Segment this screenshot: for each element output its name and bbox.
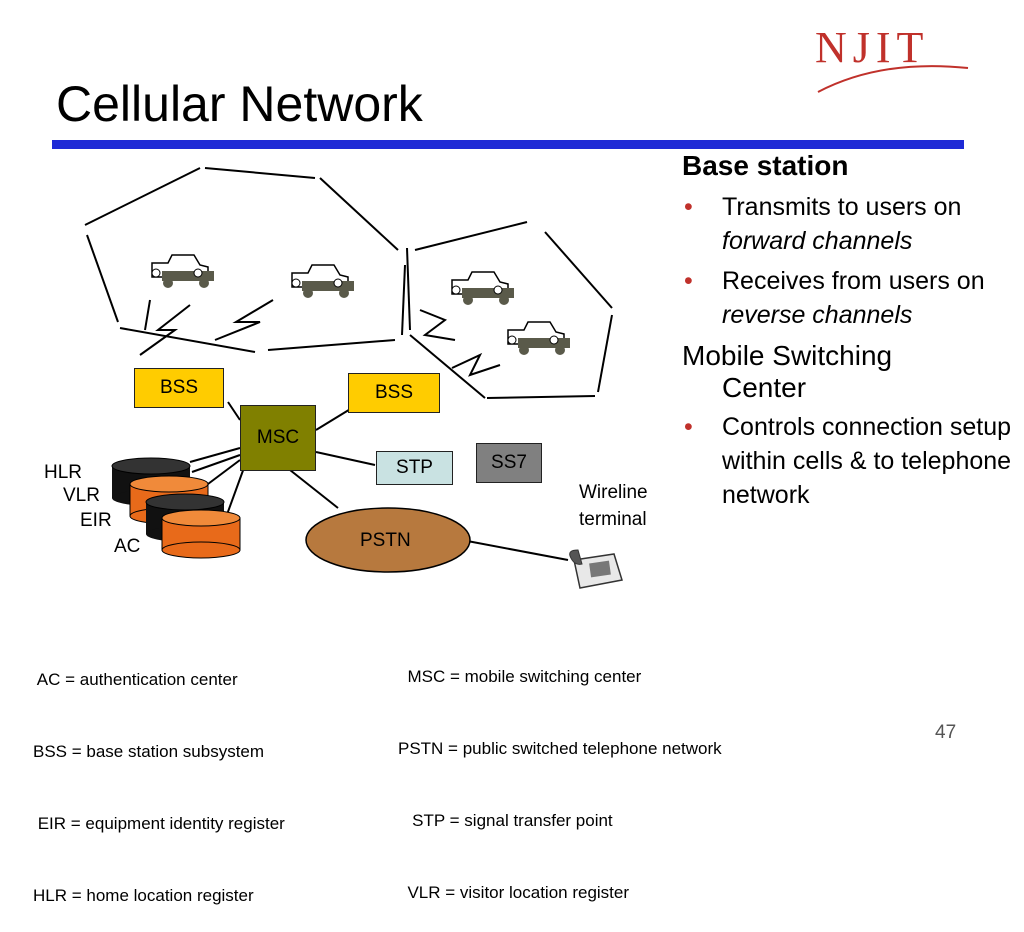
bullet-receives: • Receives from users on reverse channel… — [682, 264, 1012, 332]
logo-swoosh-icon — [817, 65, 969, 93]
bullet-controls: • Controls connection setup within cells… — [682, 410, 1012, 512]
bullet-text: Transmits to users on — [722, 193, 962, 221]
bullet-transmits: • Transmits to users on forward channels — [682, 190, 1012, 258]
mobile-car-icon — [451, 271, 514, 305]
eir-label: EIR — [80, 510, 112, 531]
bullet-icon: • — [684, 413, 693, 441]
wireline-label-line1: Wireline — [579, 482, 648, 503]
network-diagram — [84, 167, 623, 589]
legend-item: STP = signal transfer point — [398, 811, 613, 830]
mobile-car-icon — [291, 264, 354, 298]
page-title: Cellular Network — [56, 76, 423, 132]
ac-label: AC — [114, 536, 141, 557]
ss7-box: SS7 — [476, 443, 542, 483]
sidebar-text: Base station • Transmits to users on for… — [682, 150, 1012, 512]
mobile-car-icon — [507, 321, 570, 355]
njit-logo: NJIT — [815, 23, 930, 72]
title-rule — [52, 140, 964, 149]
legend-item: EIR = equipment identity register — [33, 814, 285, 833]
bullet-text: Receives from users on — [722, 267, 985, 295]
legend-item: AC = authentication center — [33, 670, 238, 689]
bullet-icon: • — [684, 193, 693, 221]
cell-outlines — [84, 167, 613, 561]
pstn-cloud — [305, 507, 471, 573]
legend-left: AC = authentication center BSS = base st… — [33, 620, 285, 932]
legend-item: BSS = base station subsystem — [33, 742, 265, 761]
pstn-label: PSTN — [360, 530, 411, 551]
wireline-label-line2: terminal — [579, 509, 647, 530]
bullet-text: Controls connection setup within cells &… — [722, 413, 1012, 509]
hlr-label: HLR — [44, 462, 83, 483]
mobile-car-icon — [151, 254, 214, 288]
legend-item: HLR = home location register — [33, 886, 254, 905]
bss-right-box: BSS — [348, 373, 440, 413]
legend-item: MSC = mobile switching center — [398, 667, 642, 686]
heading-base-station: Base station — [682, 150, 849, 181]
page-number: 47 — [935, 722, 957, 743]
telephone-icon — [569, 549, 623, 589]
legend-right: MSC = mobile switching center PSTN = pub… — [398, 617, 722, 929]
legend-item: PSTN = public switched telephone network — [398, 739, 722, 758]
bullet-italic: forward channels — [722, 227, 913, 255]
heading-msc-line2: Center — [722, 372, 807, 403]
bss-left-box: BSS — [134, 368, 224, 408]
bullet-icon: • — [684, 267, 693, 295]
stp-box: STP — [376, 451, 453, 485]
vlr-label: VLR — [63, 485, 100, 506]
msc-box: MSC — [240, 405, 316, 471]
heading-msc-line1: Mobile Switching — [682, 340, 893, 371]
bullet-italic: reverse channels — [722, 301, 913, 329]
legend-item: VLR = visitor location register — [398, 883, 630, 902]
database-stack-icon — [111, 457, 241, 559]
